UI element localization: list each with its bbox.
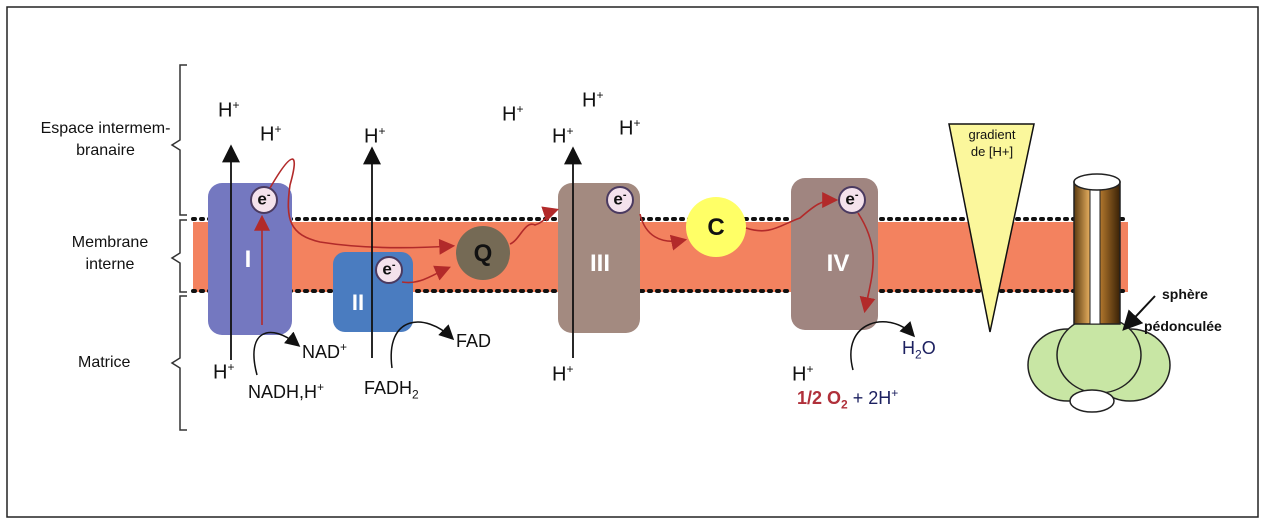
cytochrome-c-shape — [686, 197, 746, 257]
membrane-line-1: Membrane — [71, 234, 149, 251]
fad-label: FAD — [456, 331, 492, 351]
flow-I-to-Q — [269, 158, 456, 255]
flow-Q-to-III — [509, 206, 560, 245]
proton-label: H+ — [552, 362, 574, 386]
intermembrane-line-2: branaire — [76, 142, 135, 159]
flow-C-to-IV — [745, 192, 839, 232]
flow-II-to-Q — [401, 265, 451, 284]
atp-synthase — [1027, 173, 1171, 413]
nad-label: NAD+ — [302, 340, 348, 362]
complex-III-label: III — [589, 250, 610, 277]
complex-I-shape — [208, 183, 292, 335]
electron-label-I: e- — [257, 189, 271, 209]
complex-III-shape — [558, 183, 640, 333]
proton-label: H+ — [213, 360, 235, 384]
sphere-pointer-arrow — [1122, 295, 1156, 331]
cytochrome-c-label: C — [707, 214, 725, 241]
ubiquinone-label: Q — [473, 240, 493, 267]
electron-flow — [254, 158, 876, 325]
electron-marker-I — [250, 186, 278, 214]
ubiquinone-shape — [456, 226, 510, 280]
membrane-line-2: interne — [85, 256, 135, 273]
gradient-label: gradient de [H+] — [952, 126, 1032, 160]
water-label: H2O — [902, 338, 936, 362]
proton-label: H+ — [552, 124, 574, 148]
oxygen-arrow — [850, 321, 916, 371]
electron-markers — [250, 186, 866, 284]
pedunculated-label: pédonculée — [1144, 318, 1222, 334]
substrate-arrows — [253, 321, 916, 376]
electron-label-II: e- — [382, 259, 396, 279]
oxygen-label: 1/2 O2 + 2H+ — [797, 386, 899, 412]
gradient-label-line-2: de [H+] — [970, 144, 1014, 159]
brace-matrix — [170, 295, 187, 431]
matrix-label: Matrice — [78, 354, 131, 371]
intermembrane-space-label: Espace intermem- branaire — [28, 118, 183, 162]
proton-label: H+ — [502, 102, 524, 126]
fadh2-label: FADH2 — [364, 378, 419, 402]
proton-label: H+ — [619, 116, 641, 140]
electron-label-III: e- — [613, 189, 627, 209]
proton-arrows — [222, 144, 582, 360]
brace-intermembrane — [170, 64, 187, 216]
electron-label-IV: e- — [845, 189, 859, 209]
sphere-label: sphère — [1162, 286, 1208, 302]
complex-II-label: II — [351, 290, 365, 315]
inner-membrane-label: Membrane interne — [50, 232, 170, 276]
intermembrane-line-1: Espace intermem- — [40, 120, 171, 137]
nadh-arrow — [253, 331, 301, 376]
flow-III-to-C — [639, 213, 688, 251]
nadh-label: NADH,H+ — [248, 380, 325, 402]
proton-label: H+ — [364, 124, 386, 148]
gradient-label-line-1: gradient — [968, 127, 1016, 142]
complex-IV-label: IV — [826, 250, 850, 277]
outer-border — [6, 6, 1259, 518]
electron-marker-II — [375, 256, 403, 284]
proton-label: H+ — [260, 122, 282, 146]
fadh2-arrow — [390, 321, 455, 369]
proton-label: H+ — [218, 98, 240, 122]
complex-I-label: I — [244, 246, 252, 273]
flow-IV-to-O2 — [857, 212, 876, 314]
brace-membrane — [170, 219, 187, 293]
proton-gradient-triangle — [948, 123, 1035, 333]
electron-marker-III — [606, 186, 634, 214]
region-braces — [170, 64, 187, 431]
proton-label: H+ — [582, 88, 604, 112]
complex-IV-shape — [791, 178, 878, 330]
electron-marker-IV — [838, 186, 866, 214]
proton-label: H+ — [792, 362, 814, 386]
